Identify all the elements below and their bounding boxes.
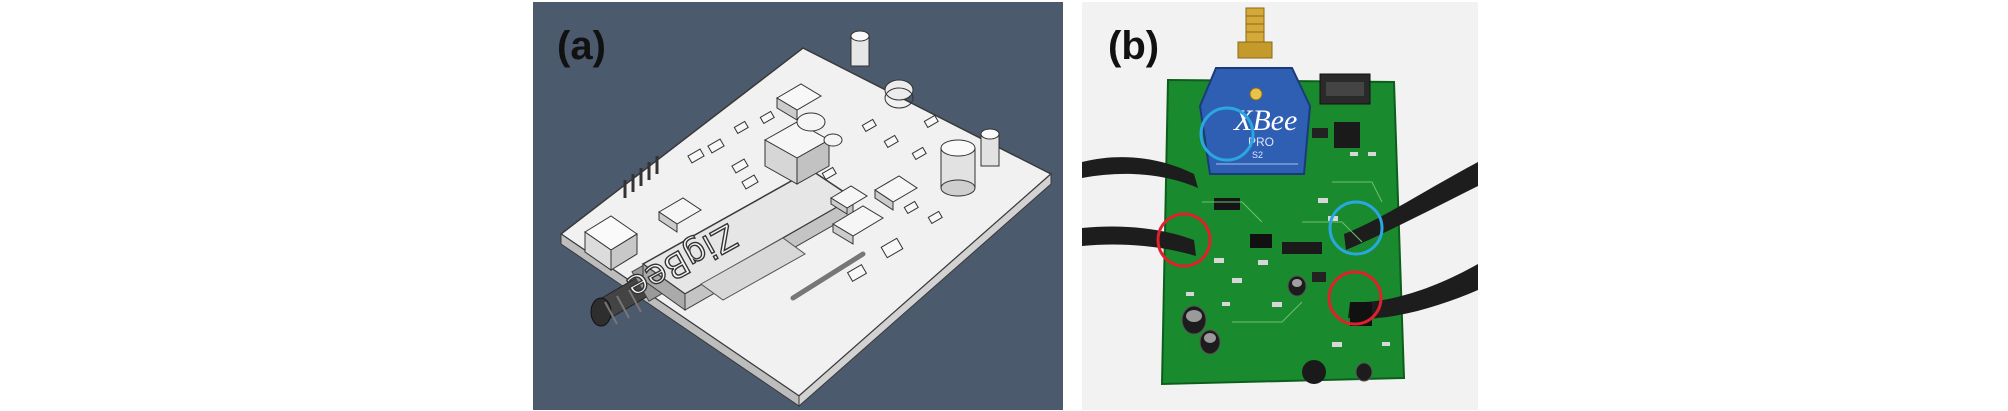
pin-header xyxy=(623,156,659,198)
ic-chip-qfp xyxy=(1334,122,1360,148)
xbee-module: XBee PRO S2 xyxy=(1198,67,1312,175)
ic-chip-2 xyxy=(832,205,884,245)
pcb-photo: XBee PRO S2 xyxy=(1082,7,1478,386)
pcb-trace xyxy=(790,251,866,301)
ic-chip-4 xyxy=(830,185,868,215)
blue-circle-left xyxy=(1199,106,1255,162)
ic-chip-1 xyxy=(776,83,822,121)
ic-chip-3 xyxy=(874,175,918,211)
red-circle-right xyxy=(1327,270,1383,326)
ic-chip-soic-3 xyxy=(1214,198,1240,210)
black-cable-right-upper xyxy=(1344,162,1478,250)
panel-a-3d-render: ZigBee xyxy=(533,2,1063,410)
capacitor-top xyxy=(850,30,870,67)
xbee-version-text: S2 xyxy=(1252,150,1263,160)
blue-circle-right xyxy=(1328,200,1384,256)
ic-chip-small xyxy=(1312,128,1328,138)
capacitor-cluster xyxy=(1181,275,1373,384)
ic-chip-small-2 xyxy=(1312,272,1326,282)
white-block-component xyxy=(584,215,638,271)
pcb-traces xyxy=(1202,181,1383,323)
capacitor-right-small xyxy=(980,128,1000,167)
black-cable-left-lower xyxy=(1082,226,1196,256)
panel-a-label: (a) xyxy=(557,24,606,68)
panel-b-label: (b) xyxy=(1108,24,1160,68)
capacitor-right-large xyxy=(940,139,976,197)
red-circle-left xyxy=(1156,212,1212,268)
pcb-3d-model: ZigBee xyxy=(559,30,1053,408)
xbee-brand-text: XBee xyxy=(1233,104,1297,137)
header-connector xyxy=(1319,73,1371,105)
xbee-model-text: PRO xyxy=(1248,135,1274,149)
capacitor-mid xyxy=(796,112,843,147)
ic-chip-soic-1 xyxy=(1250,234,1272,248)
ic-chip-soic-2 xyxy=(1282,242,1322,254)
sma-antenna xyxy=(1237,7,1273,59)
black-cable-left-upper xyxy=(1082,157,1198,188)
inductor xyxy=(884,79,914,109)
panel-b-photo: XBee PRO S2 xyxy=(1082,2,1478,410)
ic-chip-5 xyxy=(658,197,702,233)
smd-components xyxy=(687,110,943,283)
